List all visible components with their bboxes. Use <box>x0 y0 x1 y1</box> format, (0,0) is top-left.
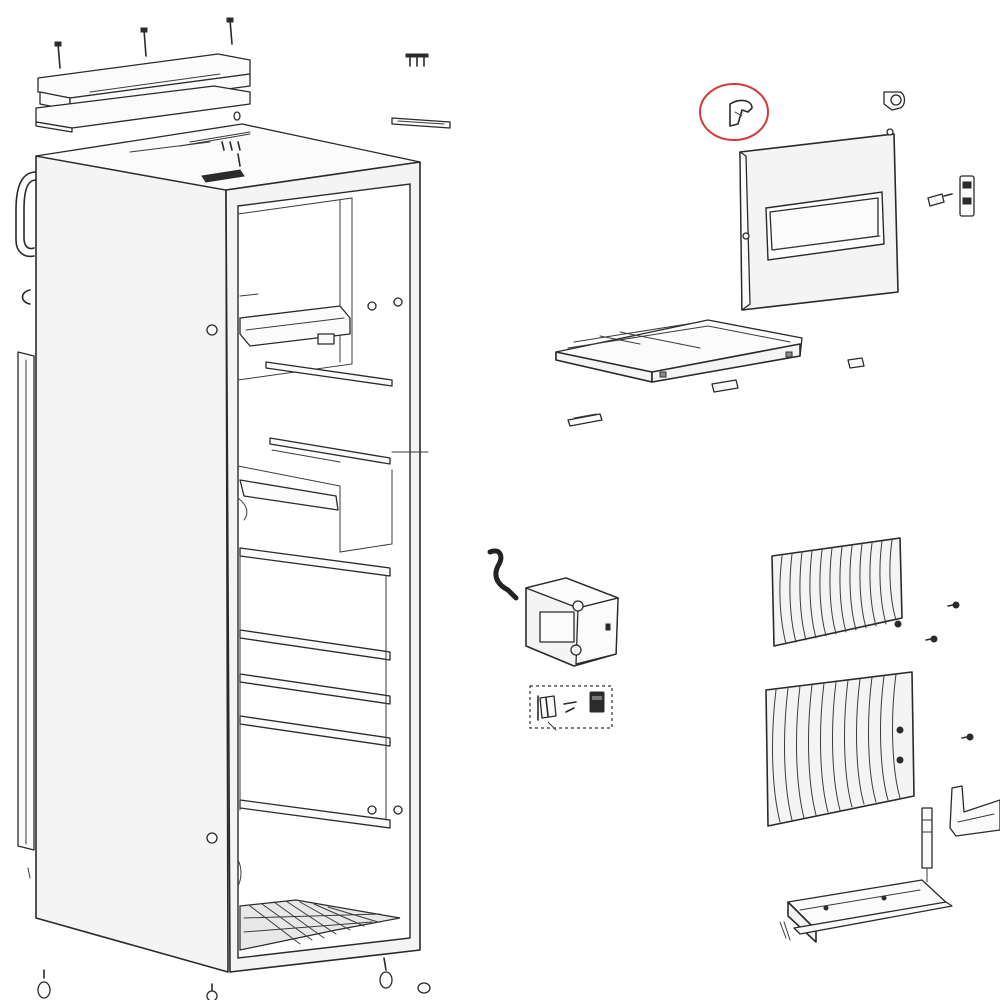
control-wiring <box>487 548 519 601</box>
top-screws <box>54 17 234 69</box>
upper-fins <box>779 539 897 645</box>
freezer-tray <box>555 319 803 383</box>
control-accessory-kit <box>529 685 613 731</box>
top-right-bracket <box>391 117 451 129</box>
control-box <box>525 577 619 667</box>
fin-screws <box>925 601 974 741</box>
fridge-cabinet <box>15 111 431 1000</box>
door-latch-right <box>927 175 975 217</box>
corner-bracket <box>949 785 1000 837</box>
highlighted-part <box>729 99 753 127</box>
door-hinge-top <box>883 91 906 111</box>
cabinet-feet <box>37 957 431 1000</box>
upper-fin-panel <box>771 537 903 647</box>
top-right-screws <box>405 53 429 67</box>
floor-grill-lines <box>243 900 381 945</box>
bottom-drip-tray <box>779 879 953 943</box>
top-trim-strip <box>35 53 251 133</box>
vertical-rod <box>921 807 933 883</box>
lower-fin-panel <box>765 671 915 827</box>
highlight-circle <box>699 83 769 141</box>
tray-small-parts <box>567 357 865 427</box>
freezer-door-panel <box>739 128 899 311</box>
lower-fins <box>772 673 901 823</box>
